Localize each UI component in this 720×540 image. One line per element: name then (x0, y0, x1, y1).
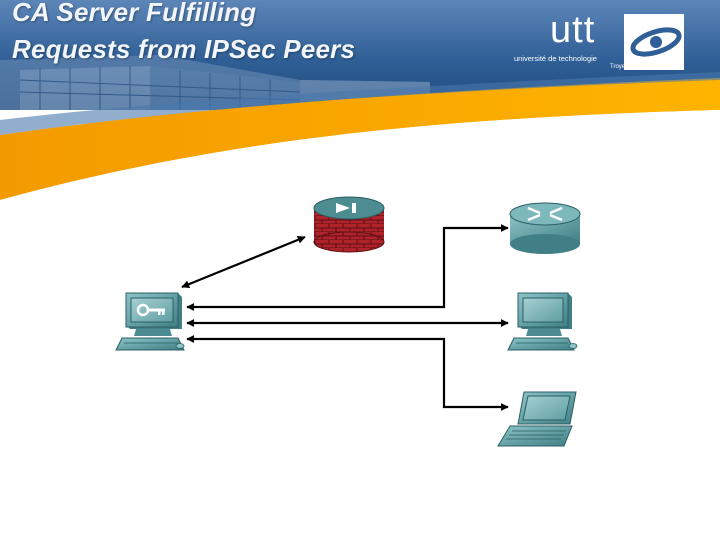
logo-mark-icon (624, 14, 684, 70)
logo-subtitle: université de technologie (514, 54, 597, 63)
link-ca-router (186, 224, 509, 311)
logo-name: utt (550, 9, 596, 51)
utt-logo: utt université de technologie Troyes (512, 8, 694, 80)
diagram-links (181, 224, 509, 411)
link-ca-firewall (181, 235, 306, 289)
slide-title-line-1: CA Server Fulfilling (12, 0, 257, 27)
slide-title-line-2: Requests from IPSec Peers (12, 34, 356, 64)
header-banner (0, 0, 720, 200)
pc-icon (507, 292, 578, 351)
pix-firewall-icon (313, 196, 385, 253)
ca-server-pc-icon (115, 292, 185, 351)
key-icon (136, 303, 165, 317)
logo-city: Troyes (610, 64, 629, 70)
laptop-icon (497, 391, 577, 447)
router-icon (509, 202, 581, 254)
link-ca-laptop (186, 335, 509, 411)
